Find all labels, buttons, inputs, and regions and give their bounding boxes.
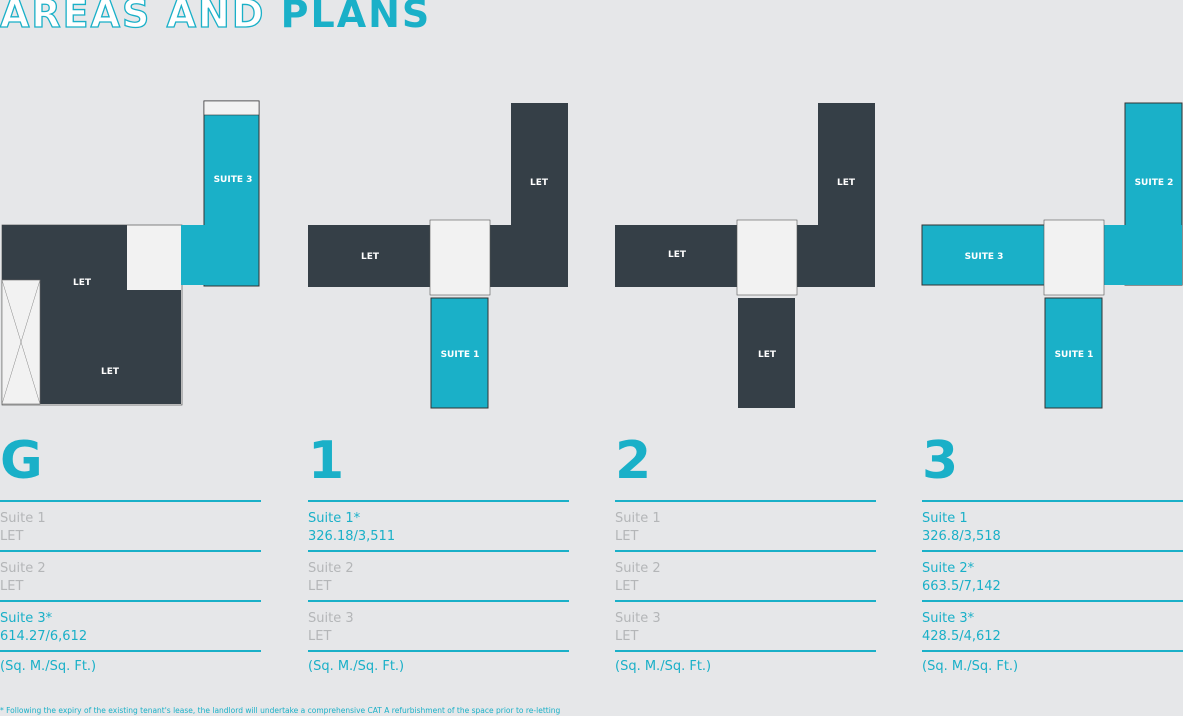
suite-name: Suite 1	[922, 511, 968, 526]
suite-name: Suite 1*	[308, 511, 361, 526]
unit-label: (Sq. M./Sq. Ft.)	[922, 650, 1183, 674]
plan-label: SUITE 3	[965, 252, 1004, 262]
suite-row: Suite 3* 614.27/6,612	[0, 600, 261, 650]
unit-label: (Sq. M./Sq. Ft.)	[615, 650, 876, 674]
floor-plan-g: SUITE 3 LET LET	[0, 95, 270, 415]
suite-name: Suite 3*	[0, 611, 53, 626]
floor-number: 3	[922, 431, 959, 491]
plan-label: SUITE 1	[1055, 350, 1094, 360]
suite-row: Suite 1* 326.18/3,511	[308, 500, 569, 550]
plan-label: SUITE 1	[441, 350, 480, 360]
suite-name: Suite 2	[615, 561, 661, 576]
page-title: AREAS AND PLANS	[0, 0, 432, 37]
suite-row: Suite 3 LET	[615, 600, 876, 650]
suite-value: LET	[615, 529, 639, 544]
suite-value: LET	[308, 629, 332, 644]
page-title-outline: AREAS AND	[0, 0, 281, 37]
floor-2-column: 2 Suite 1 LET Suite 2 LET Suite 3 LET (Sq. …	[615, 430, 876, 674]
suite-name: Suite 3	[308, 611, 354, 626]
page-title-filled: PLANS	[280, 0, 432, 36]
plan-label: SUITE 3	[214, 175, 253, 185]
plan-label: LET	[361, 252, 380, 262]
suite-row: Suite 1 LET	[615, 500, 876, 550]
suite-value: 326.18/3,511	[308, 529, 396, 544]
floor-plan-1: LET LET SUITE 1	[300, 95, 570, 415]
floor-number: G	[0, 431, 43, 491]
plan-label: LET	[758, 350, 777, 360]
floor-g-column: G Suite 1 LET Suite 2 LET Suite 3* 614.27/6…	[0, 430, 261, 674]
suite-name: Suite 2	[308, 561, 354, 576]
floor-1-column: 1 Suite 1* 326.18/3,511 Suite 2 LET Suite …	[308, 430, 569, 674]
unit-label: (Sq. M./Sq. Ft.)	[0, 650, 261, 674]
unit-label: (Sq. M./Sq. Ft.)	[308, 650, 569, 674]
suite-value: LET	[0, 529, 24, 544]
suite-row: Suite 2 LET	[0, 550, 261, 600]
plan-label: LET	[101, 367, 120, 377]
suite-name: Suite 3	[615, 611, 661, 626]
plan-label: LET	[668, 250, 687, 260]
floor-plan-g-svg: SUITE 3 LET LET	[1, 100, 260, 406]
plan-label: LET	[837, 178, 856, 188]
suite-name: Suite 2*	[922, 561, 975, 576]
suite-row: Suite 1 LET	[0, 500, 261, 550]
suite-value: 326.8/3,518	[922, 529, 1001, 544]
suite-name: Suite 1	[0, 511, 46, 526]
suite-value: LET	[0, 579, 24, 594]
suite-name: Suite 2	[0, 561, 46, 576]
plan-label: SUITE 2	[1135, 178, 1174, 188]
suite-value: LET	[615, 579, 639, 594]
floor-number: 2	[615, 431, 652, 491]
plan-label: LET	[73, 278, 92, 288]
floor-number: 1	[308, 431, 345, 491]
suite-row: Suite 1 326.8/3,518	[922, 500, 1183, 550]
plan-area-let-2	[40, 290, 181, 404]
suite-row: Suite 3 LET	[308, 600, 569, 650]
suite-row: Suite 2 LET	[615, 550, 876, 600]
suite-row: Suite 2* 663.5/7,142	[922, 550, 1183, 600]
suite-value: LET	[615, 629, 639, 644]
suite-row: Suite 3* 428.5/4,612	[922, 600, 1183, 650]
footnote: * Following the expiry of the existing t…	[0, 706, 561, 715]
plan-area-suite-3	[203, 100, 260, 287]
floor-plan-2: LET LET LET	[607, 95, 877, 415]
floor-3-column: 3 Suite 1 326.8/3,518 Suite 2* 663.5/7,142…	[922, 430, 1183, 674]
suite-name: Suite 1	[615, 511, 661, 526]
suite-row: Suite 2 LET	[308, 550, 569, 600]
suite-value: 663.5/7,142	[922, 579, 1001, 594]
suite-value: 614.27/6,612	[0, 629, 88, 644]
suite-name: Suite 3*	[922, 611, 975, 626]
plan-label: LET	[530, 178, 549, 188]
suite-value: 428.5/4,612	[922, 629, 1001, 644]
floor-plan-3: SUITE 2 SUITE 3 SUITE 1	[914, 95, 1183, 415]
suite-value: LET	[308, 579, 332, 594]
